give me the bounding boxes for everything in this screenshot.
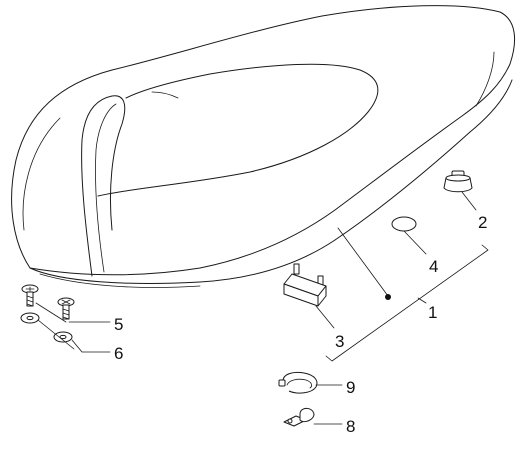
callout-number-1: 1 [428, 303, 437, 322]
screws [21, 284, 111, 323]
callout-number-2: 2 [478, 213, 487, 232]
hose-clamp [278, 371, 343, 394]
callout-number-9: 9 [346, 378, 355, 397]
cable-clip [283, 407, 343, 427]
washer [391, 216, 427, 255]
callout-number-8: 8 [346, 417, 355, 436]
rubber-buffer [443, 170, 477, 211]
seat-hinge-bracket [283, 263, 335, 329]
leader-line-1 [337, 227, 391, 300]
callout-number-5: 5 [114, 315, 123, 334]
callout-number-6: 6 [114, 344, 123, 363]
callout-number-4: 4 [429, 257, 438, 276]
callout-number-3: 3 [335, 332, 344, 351]
saddle [11, 5, 516, 288]
group-bracket-1 [325, 244, 489, 362]
washers-small [20, 312, 111, 353]
